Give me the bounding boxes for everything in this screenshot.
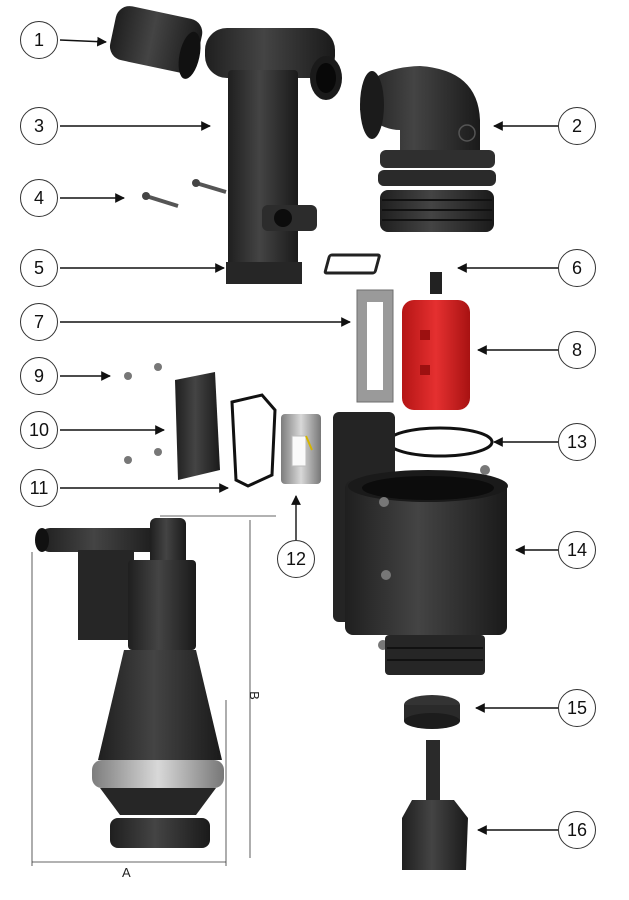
callout-13: 13	[558, 423, 596, 461]
callout-7: 7	[20, 303, 58, 341]
part-2-elbow	[360, 66, 496, 232]
dimension-label-a: A	[122, 865, 131, 880]
callout-5: 5	[20, 249, 58, 287]
callout-15: 15	[558, 689, 596, 727]
part-1-coupling	[109, 6, 203, 79]
callout-14: 14	[558, 531, 596, 569]
part-10-cover-plate	[175, 372, 220, 480]
callout-6: 6	[558, 249, 596, 287]
callout-11: 11	[20, 469, 58, 507]
callout-10: 10	[20, 411, 58, 449]
part-9-small-screws	[124, 363, 162, 464]
part-15-nut	[404, 695, 460, 729]
leader-arrows	[59, 36, 558, 835]
part-4-screws	[142, 179, 227, 208]
callout-8: 8	[558, 331, 596, 369]
part-13-o-ring	[386, 426, 494, 458]
part-16-float	[402, 740, 468, 870]
assembled-product	[35, 518, 224, 848]
callout-16: 16	[558, 811, 596, 849]
part-8-sensor-cover	[402, 300, 470, 410]
dimension-label-b: B	[246, 691, 262, 700]
callout-12: 12	[277, 540, 315, 578]
part-7-gasket-frame	[356, 289, 394, 403]
part-3-tee-pipe	[205, 28, 342, 284]
dimension-lines	[31, 515, 276, 866]
callout-9: 9	[20, 357, 58, 395]
callout-4: 4	[20, 179, 58, 217]
part-14-main-housing	[333, 412, 508, 675]
part-11-gasket	[230, 393, 277, 488]
callout-1: 1	[20, 21, 58, 59]
part-12-filter-cartridge	[281, 414, 321, 484]
callout-2: 2	[558, 107, 596, 145]
part-6-clip	[323, 253, 442, 294]
callout-3: 3	[20, 107, 58, 145]
